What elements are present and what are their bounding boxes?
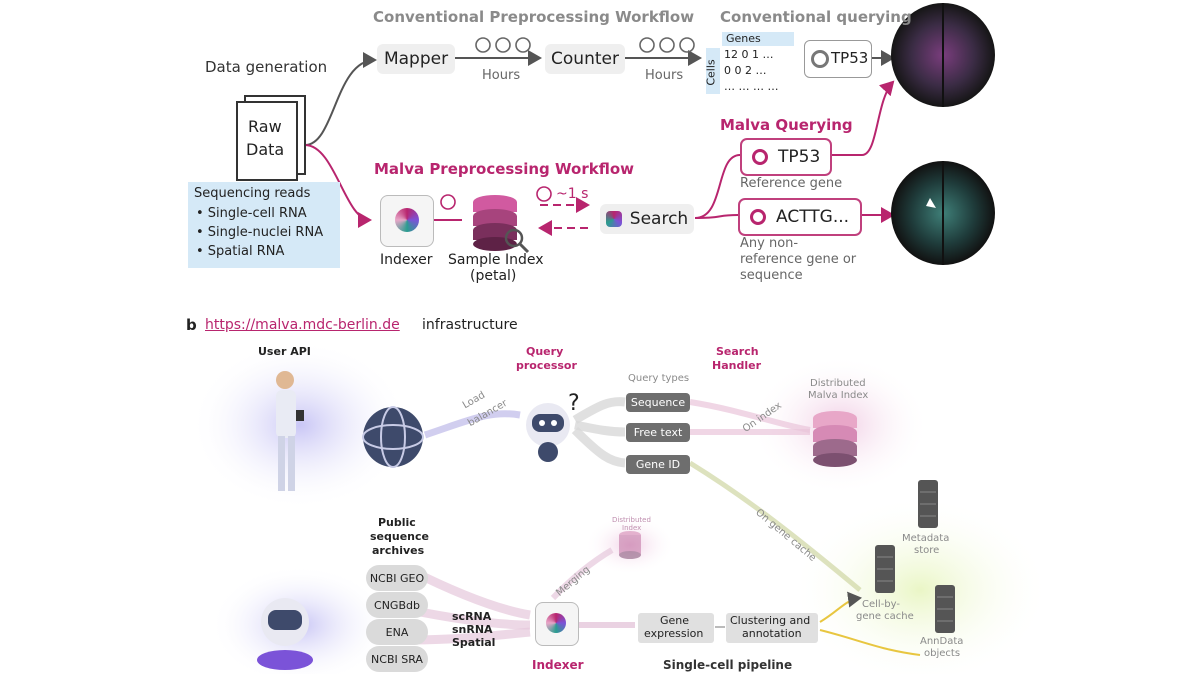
raw-data-line2: Data [246,140,285,159]
search-icon [811,50,829,68]
sequencing-item: • Single-nuclei RNA [196,225,324,240]
sequencing-item: • Spatial RNA [196,244,285,259]
search-icon [750,209,766,225]
clustering-label: annotation [742,627,802,640]
query-processor-label: processor [516,359,577,372]
matrix-row: 0 0 2 … [724,64,767,77]
raw-data-document-icon: Raw Data [236,95,306,181]
query-type-sequence: Sequence [626,393,690,412]
conventional-workflow-title: Conventional Preprocessing Workflow [373,8,695,26]
user-api-label: User API [258,345,311,358]
query-type-gene-id: Gene ID [626,455,690,474]
hours-label: Hours [482,68,521,83]
matrix-cells-label: Cells [704,59,718,86]
indexer-label: Indexer [380,252,433,268]
petal-logo-icon [546,613,566,633]
archive-cngbdb: CNGBdb [366,592,428,618]
svg-text:?: ? [568,391,580,416]
indexer-icon [535,602,579,646]
scrna-label: scRNA [452,610,492,623]
sample-index-label: Sample Index [448,252,544,268]
gene-expression-box: Gene expression [638,613,714,643]
indexer-label: Indexer [532,658,584,672]
query-processor-label: Query [526,345,564,358]
query-type-free-text: Free text [626,423,690,442]
matrix-row: … … … … [724,80,779,93]
distributed-small-label: Distributed [612,516,651,524]
petal-logo-icon [605,211,622,227]
reference-gene-label: Reference gene [740,176,843,191]
anndata-label: AnnData [920,636,964,647]
cell-by-gene-label: Cell-by- [862,599,900,610]
tp53-label: TP53 [778,147,821,167]
search-icon [752,149,768,165]
sequencing-title: Sequencing reads [194,186,311,201]
metadata-store-label: Metadata [902,533,950,544]
matrix-genes-header: Genes [722,32,794,46]
clustering-box: Clustering and annotation [726,613,818,643]
non-reference-label: reference gene or [740,252,857,267]
conventional-querying-title: Conventional querying [720,8,912,26]
public-archives-label: Public [378,516,416,529]
matrix-row: 12 0 1 … [724,48,774,61]
gene-expression-label: Gene [660,614,690,627]
data-generation-label: Data generation [205,58,328,76]
malva-query-sequence: ACTTG... [738,198,862,236]
archive-ncbi-geo: NCBI GEO [366,565,428,591]
mapper-box: Mapper [377,44,455,74]
archive-ncbi-sra: NCBI SRA [366,646,428,672]
clustering-label: Clustering and [730,614,811,627]
search-handler-label: Search [716,345,759,358]
sequencing-item: • Single-cell RNA [196,206,307,221]
hours-label: Hours [645,68,684,83]
malva-workflow-title: Malva Preprocessing Workflow [374,160,634,178]
sequence-query-label: ACTTG... [776,207,850,227]
malva-url-link[interactable]: https://malva.mdc-berlin.de [205,317,400,333]
matrix-genes-label: Genes [726,32,761,45]
distributed-index-label: Malva Index [808,390,869,401]
distributed-index-label: Distributed [810,378,866,389]
raw-data-line1: Raw [248,117,282,136]
petal-logo-icon [395,208,419,232]
snrna-label: snRNA [452,623,493,636]
time-1s-label: ~1 s [556,186,589,202]
malva-query-tp53: TP53 [740,138,832,176]
archive-ena: ENA [366,619,428,645]
sequencing-reads-box: Sequencing reads • Single-cell RNA • Sin… [188,182,340,268]
query-types-label: Query types [628,373,690,384]
public-archives-label: sequence [370,530,429,543]
sample-index-sub-label: (petal) [470,268,517,284]
metadata-store-label: store [914,545,940,556]
single-cell-pipeline-label: Single-cell pipeline [663,658,793,672]
matrix-cells-header: Cells [704,48,720,94]
tp53-label: TP53 [831,49,869,67]
search-box: Search [600,204,694,234]
counter-box: Counter [545,44,625,74]
non-reference-label: sequence [740,268,803,283]
distributed-small-label: Index [622,524,642,532]
search-label: Search [629,209,689,229]
non-reference-label: Any non- [740,236,799,251]
public-archives-label: archives [372,544,425,557]
infrastructure-label: infrastructure [422,317,518,333]
indexer-icon [380,195,434,247]
spatial-label: Spatial [452,636,496,649]
cell-by-gene-label: gene cache [856,611,914,622]
conventional-query-box: TP53 [804,40,872,78]
malva-querying-title: Malva Querying [720,116,853,134]
search-handler-label: Handler [712,359,761,372]
anndata-label: objects [924,648,961,659]
gene-expression-label: expression [644,627,704,640]
panel-b-label: b [186,316,197,334]
